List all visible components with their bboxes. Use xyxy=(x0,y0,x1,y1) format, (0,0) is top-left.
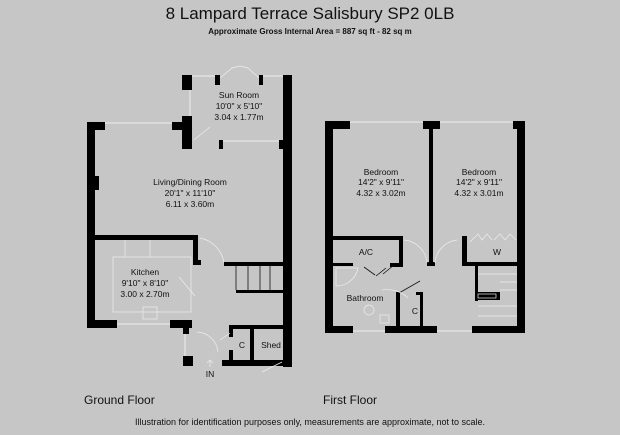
room-imperial-sun-room: 10'0" x 5'10" xyxy=(216,101,263,111)
room-imperial-bedroom-1: 14'2" x 9'11" xyxy=(358,177,404,187)
room-name-cupboard-first: C xyxy=(412,306,418,316)
room-name-airing-cupboard: A/C xyxy=(359,247,373,257)
first-floor-labels: Bedroom 14'2" x 9'11" 4.32 x 3.02m Bedro… xyxy=(347,167,504,316)
room-metric-sun-room: 3.04 x 1.77m xyxy=(214,112,263,122)
room-metric-bedroom-1: 4.32 x 3.02m xyxy=(356,188,405,198)
room-name-sun-room: Sun Room xyxy=(219,90,259,100)
room-name-living: Living/Dining Room xyxy=(153,177,227,187)
disclaimer: Illustration for identification purposes… xyxy=(134,417,485,427)
room-name-bathroom: Bathroom xyxy=(347,293,384,303)
page-title: 8 Lampard Terrace Salisbury SP2 0LB xyxy=(165,4,455,23)
entrance-arrow-icon xyxy=(206,359,214,367)
room-name-bedroom-2: Bedroom xyxy=(462,167,497,177)
room-metric-living: 6.11 x 3.60m xyxy=(166,199,215,209)
room-name-wardrobe: W xyxy=(493,247,501,257)
area-subtitle: Approximate Gross Internal Area = 887 sq… xyxy=(208,27,412,36)
entrance-label: IN xyxy=(206,369,215,379)
room-metric-kitchen: 3.00 x 2.70m xyxy=(120,289,169,299)
room-name-bedroom-1: Bedroom xyxy=(364,167,399,177)
ground-floor-plan xyxy=(87,65,292,373)
room-name-shed: Shed xyxy=(261,340,281,350)
first-floor-label: First Floor xyxy=(323,393,377,407)
room-name-kitchen: Kitchen xyxy=(131,267,160,277)
room-metric-bedroom-2: 4.32 x 3.01m xyxy=(454,188,503,198)
ground-floor-labels: Sun Room 10'0" x 5'10" 3.04 x 1.77m Livi… xyxy=(120,90,281,379)
first-floor-plan xyxy=(325,121,525,333)
room-imperial-bedroom-2: 14'2" x 9'11" xyxy=(456,177,502,187)
room-imperial-living: 20'1" x 11'10" xyxy=(165,188,216,198)
room-name-cupboard: C xyxy=(239,340,245,350)
ground-floor-label: Ground Floor xyxy=(84,393,155,407)
room-imperial-kitchen: 9'10" x 8'10" xyxy=(122,278,169,288)
